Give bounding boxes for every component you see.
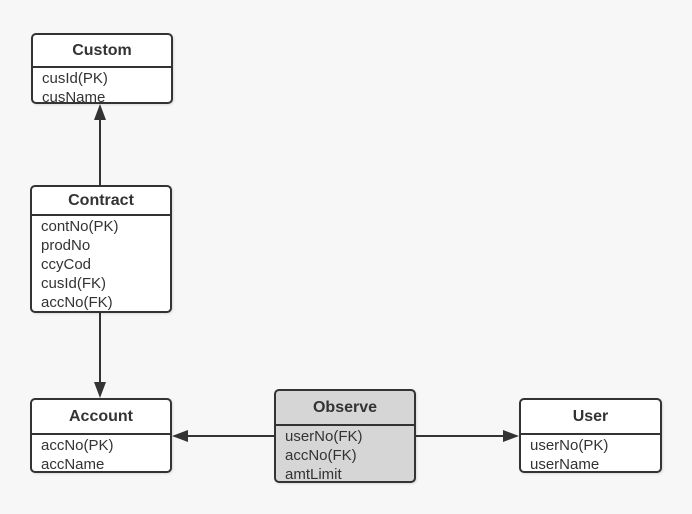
entity-custom-fields: cusId(PK) cusName <box>33 68 171 102</box>
entity-account-title: Account <box>32 400 170 435</box>
entity-contract-fields: contNo(PK) prodNo ccyCod cusId(FK) accNo… <box>32 216 170 311</box>
entity-user[interactable]: User userNo(PK) userName <box>519 398 662 473</box>
entity-account-fields: accNo(PK) accName <box>32 435 170 471</box>
connector-observe-account <box>172 430 274 442</box>
field-row: cusName <box>42 89 106 102</box>
field-row: userNo(PK) <box>530 437 609 454</box>
field-row: cusId(FK) <box>41 275 107 292</box>
field-row: ccyCod <box>41 256 92 273</box>
arrowhead-up-icon <box>94 104 106 120</box>
field-row: accNo(FK) <box>41 294 113 311</box>
field-row: accNo(PK) <box>41 437 114 454</box>
field-row: contNo(PK) <box>41 218 119 235</box>
entity-observe-fields: userNo(FK) accNo(FK) amtLimit <box>276 426 414 481</box>
connector-contract-custom <box>94 104 106 185</box>
entity-observe[interactable]: Observe userNo(FK) accNo(FK) amtLimit <box>274 389 416 483</box>
entity-account[interactable]: Account accNo(PK) accName <box>30 398 172 473</box>
arrowhead-down-icon <box>94 382 106 398</box>
field-row: accNo(FK) <box>285 447 357 464</box>
entity-custom-title: Custom <box>33 35 171 68</box>
entity-user-fields: userNo(PK) userName <box>521 435 660 471</box>
field-row: accName <box>41 456 105 471</box>
entity-contract[interactable]: Contract contNo(PK) prodNo ccyCod cusId(… <box>30 185 172 313</box>
arrowhead-right-icon <box>503 430 519 442</box>
connector-observe-user <box>416 430 519 442</box>
field-row: amtLimit <box>285 466 342 481</box>
entity-custom[interactable]: Custom cusId(PK) cusName <box>31 33 173 104</box>
entity-user-title: User <box>521 400 660 435</box>
field-row: userNo(FK) <box>285 428 363 445</box>
field-row: cusId(PK) <box>42 70 108 87</box>
entity-contract-title: Contract <box>32 187 170 216</box>
field-row: userName <box>530 456 600 471</box>
arrowhead-left-icon <box>172 430 188 442</box>
connector-contract-account <box>94 313 106 398</box>
entity-observe-title: Observe <box>276 391 414 426</box>
field-row: prodNo <box>41 237 91 254</box>
